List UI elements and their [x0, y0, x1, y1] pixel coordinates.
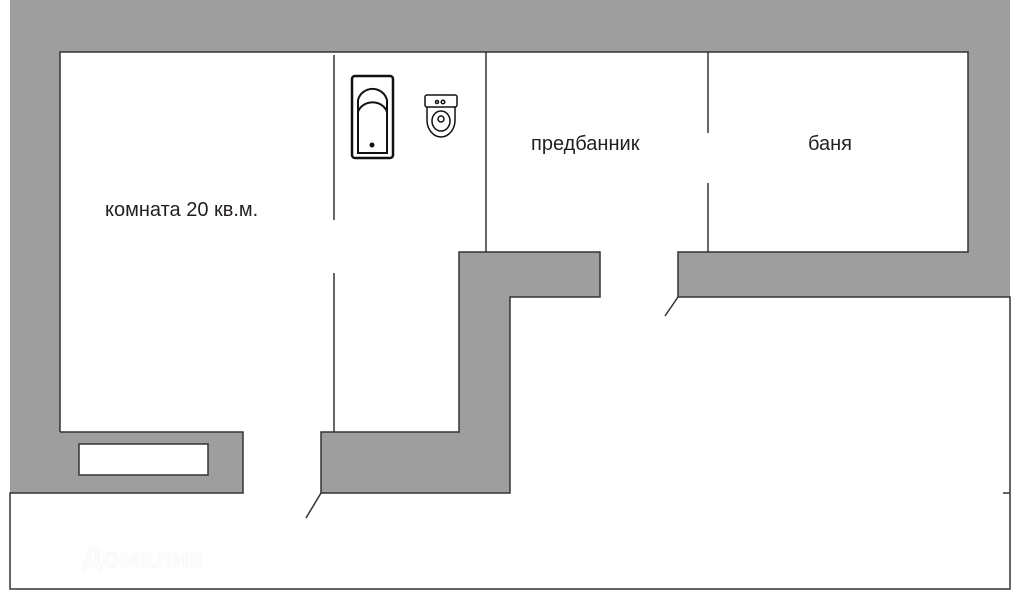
bathtub-icon — [350, 74, 395, 160]
toilet-icon — [424, 94, 458, 138]
window — [78, 443, 209, 476]
door-swing — [305, 492, 322, 519]
house-logo-icon — [37, 538, 73, 575]
watermark: Домклик — [36, 538, 203, 578]
sauna-label: баня — [808, 133, 852, 155]
watermark-text: Домклик — [82, 542, 204, 573]
interior-floor — [10, 52, 1010, 589]
wall-outlines — [9, 51, 1011, 590]
door-swing — [664, 296, 679, 317]
anteroom-label: предбанник — [531, 133, 640, 155]
room-label: комната 20 кв.м. — [105, 199, 259, 221]
